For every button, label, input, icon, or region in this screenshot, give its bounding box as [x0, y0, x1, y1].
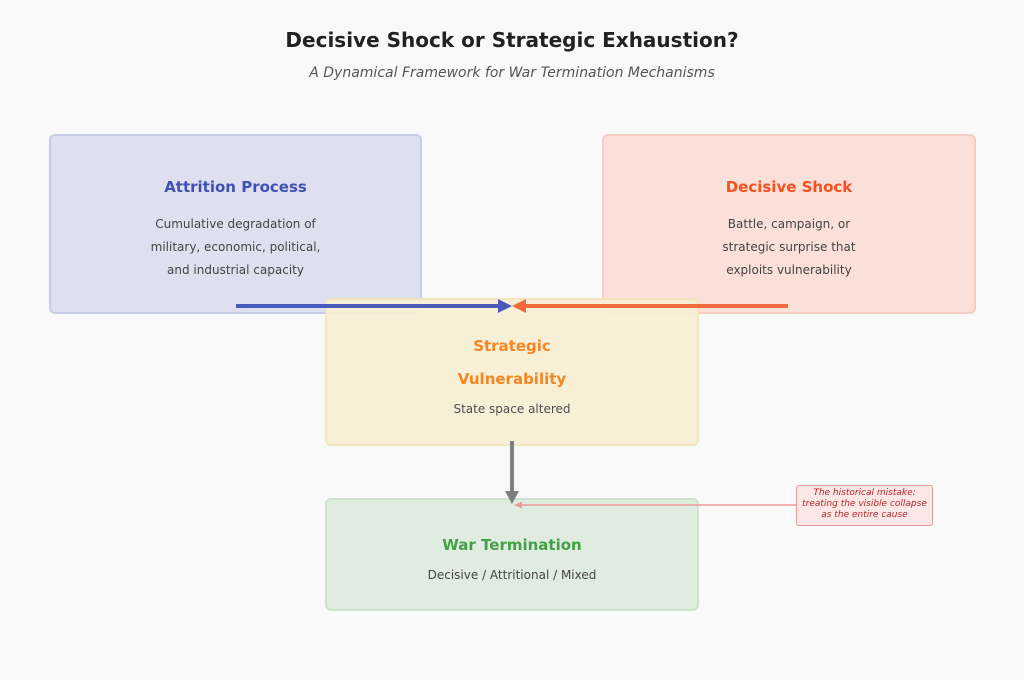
- attrition-to-vulnerability-arrow: [236, 299, 512, 313]
- shock-desc-line: strategic surprise that: [722, 240, 856, 254]
- strategic-vulnerability-title-line2: Vulnerability: [457, 370, 567, 388]
- vulnerability-to-termination-arrow: [505, 441, 519, 504]
- historical-mistake-note: The historical mistake: treating the vis…: [796, 485, 933, 526]
- decisive-shock-box: Decisive Shock Battle, campaign, or stra…: [602, 134, 976, 314]
- shock-desc-line: exploits vulnerability: [726, 263, 852, 277]
- note-line: as the entire cause: [821, 510, 908, 520]
- strategic-vulnerability-title-line1: Strategic: [473, 337, 551, 355]
- attrition-process-box: Attrition Process Cumulative degradation…: [49, 134, 422, 314]
- annotation-pointer-arrow: [514, 501, 796, 509]
- note-line: The historical mistake:: [813, 488, 916, 498]
- war-termination-box: War Termination Decisive / Attritional /…: [325, 498, 699, 611]
- shock-desc-line: Battle, campaign, or: [727, 217, 851, 231]
- note-line: treating the visible collapse: [802, 499, 927, 509]
- decisive-shock-title: Decisive Shock: [725, 178, 853, 196]
- attrition-desc-line: Cumulative degradation of: [155, 217, 316, 231]
- attrition-desc-line: and industrial capacity: [167, 263, 304, 277]
- decisive-shock-description: Battle, campaign, or strategic surprise …: [604, 213, 974, 282]
- attrition-desc-line: military, economic, political,: [150, 240, 321, 254]
- diagram-subtitle: A Dynamical Framework for War Terminatio…: [309, 65, 715, 81]
- shock-to-vulnerability-arrow: [512, 299, 788, 313]
- diagram-title: Decisive Shock or Strategic Exhaustion?: [285, 28, 739, 52]
- strategic-vulnerability-description: State space altered: [453, 402, 571, 416]
- attrition-process-title: Attrition Process: [164, 178, 307, 196]
- war-termination-title: War Termination: [442, 536, 582, 554]
- war-termination-description: Decisive / Attritional / Mixed: [427, 568, 597, 582]
- attrition-process-description: Cumulative degradation of military, econ…: [51, 213, 420, 282]
